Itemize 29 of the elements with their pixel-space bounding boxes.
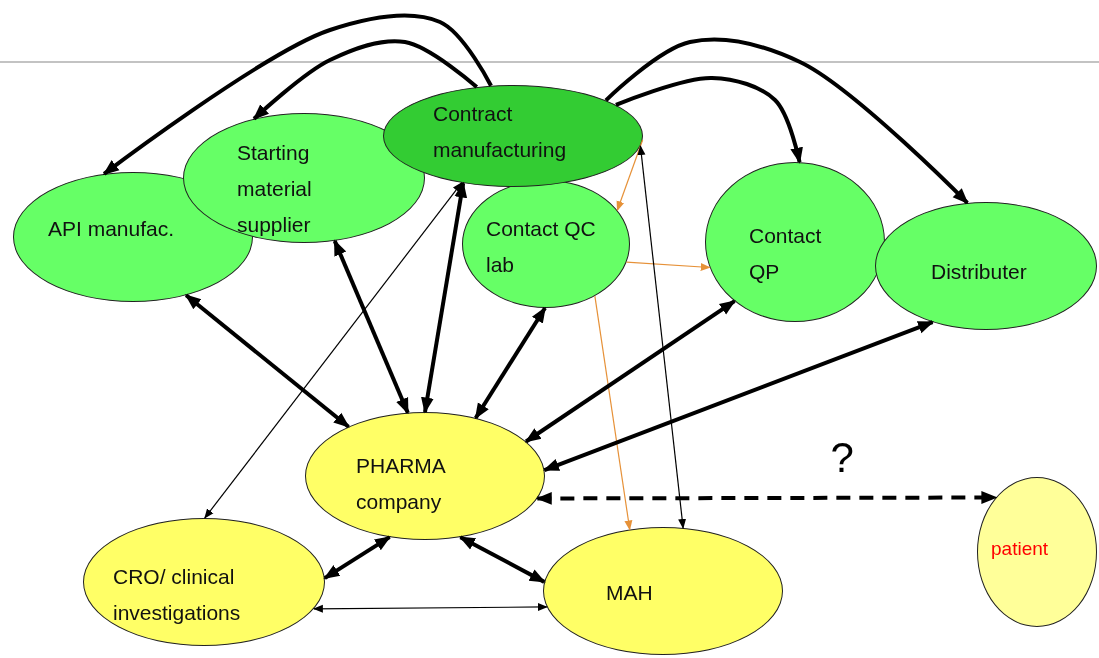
double-arrow xyxy=(312,603,548,613)
node-label: Starting material supplier xyxy=(237,140,313,238)
node-label: Contact QP xyxy=(749,223,823,285)
arrow xyxy=(102,13,493,176)
node-label: Distributer xyxy=(931,259,1028,285)
double-arrow xyxy=(524,299,736,444)
double-arrow xyxy=(332,239,410,415)
double-arrow xyxy=(184,293,350,429)
double-arrow xyxy=(473,306,547,420)
arrow xyxy=(604,37,969,205)
arrow xyxy=(616,139,644,212)
arrow xyxy=(625,261,711,271)
double-arrow xyxy=(204,182,463,519)
node-label: API manufac. xyxy=(48,216,176,242)
node-label: PHARMA company xyxy=(356,453,447,515)
arrow xyxy=(615,76,803,164)
node-label: patient xyxy=(991,537,1050,561)
arrow xyxy=(594,295,633,531)
arrow xyxy=(252,39,479,121)
node-label: CRO/ clinical investigations xyxy=(113,564,242,626)
double-arrow xyxy=(421,181,468,414)
dashed-double-arrow xyxy=(535,491,998,505)
double-arrow xyxy=(637,145,687,529)
node-label: Contact QC lab xyxy=(486,216,597,278)
double-arrow xyxy=(543,320,935,472)
node-label: Contract manufacturing xyxy=(433,101,568,163)
double-arrow xyxy=(459,535,546,584)
node-label: MAH xyxy=(606,580,654,606)
double-arrow xyxy=(323,535,391,580)
